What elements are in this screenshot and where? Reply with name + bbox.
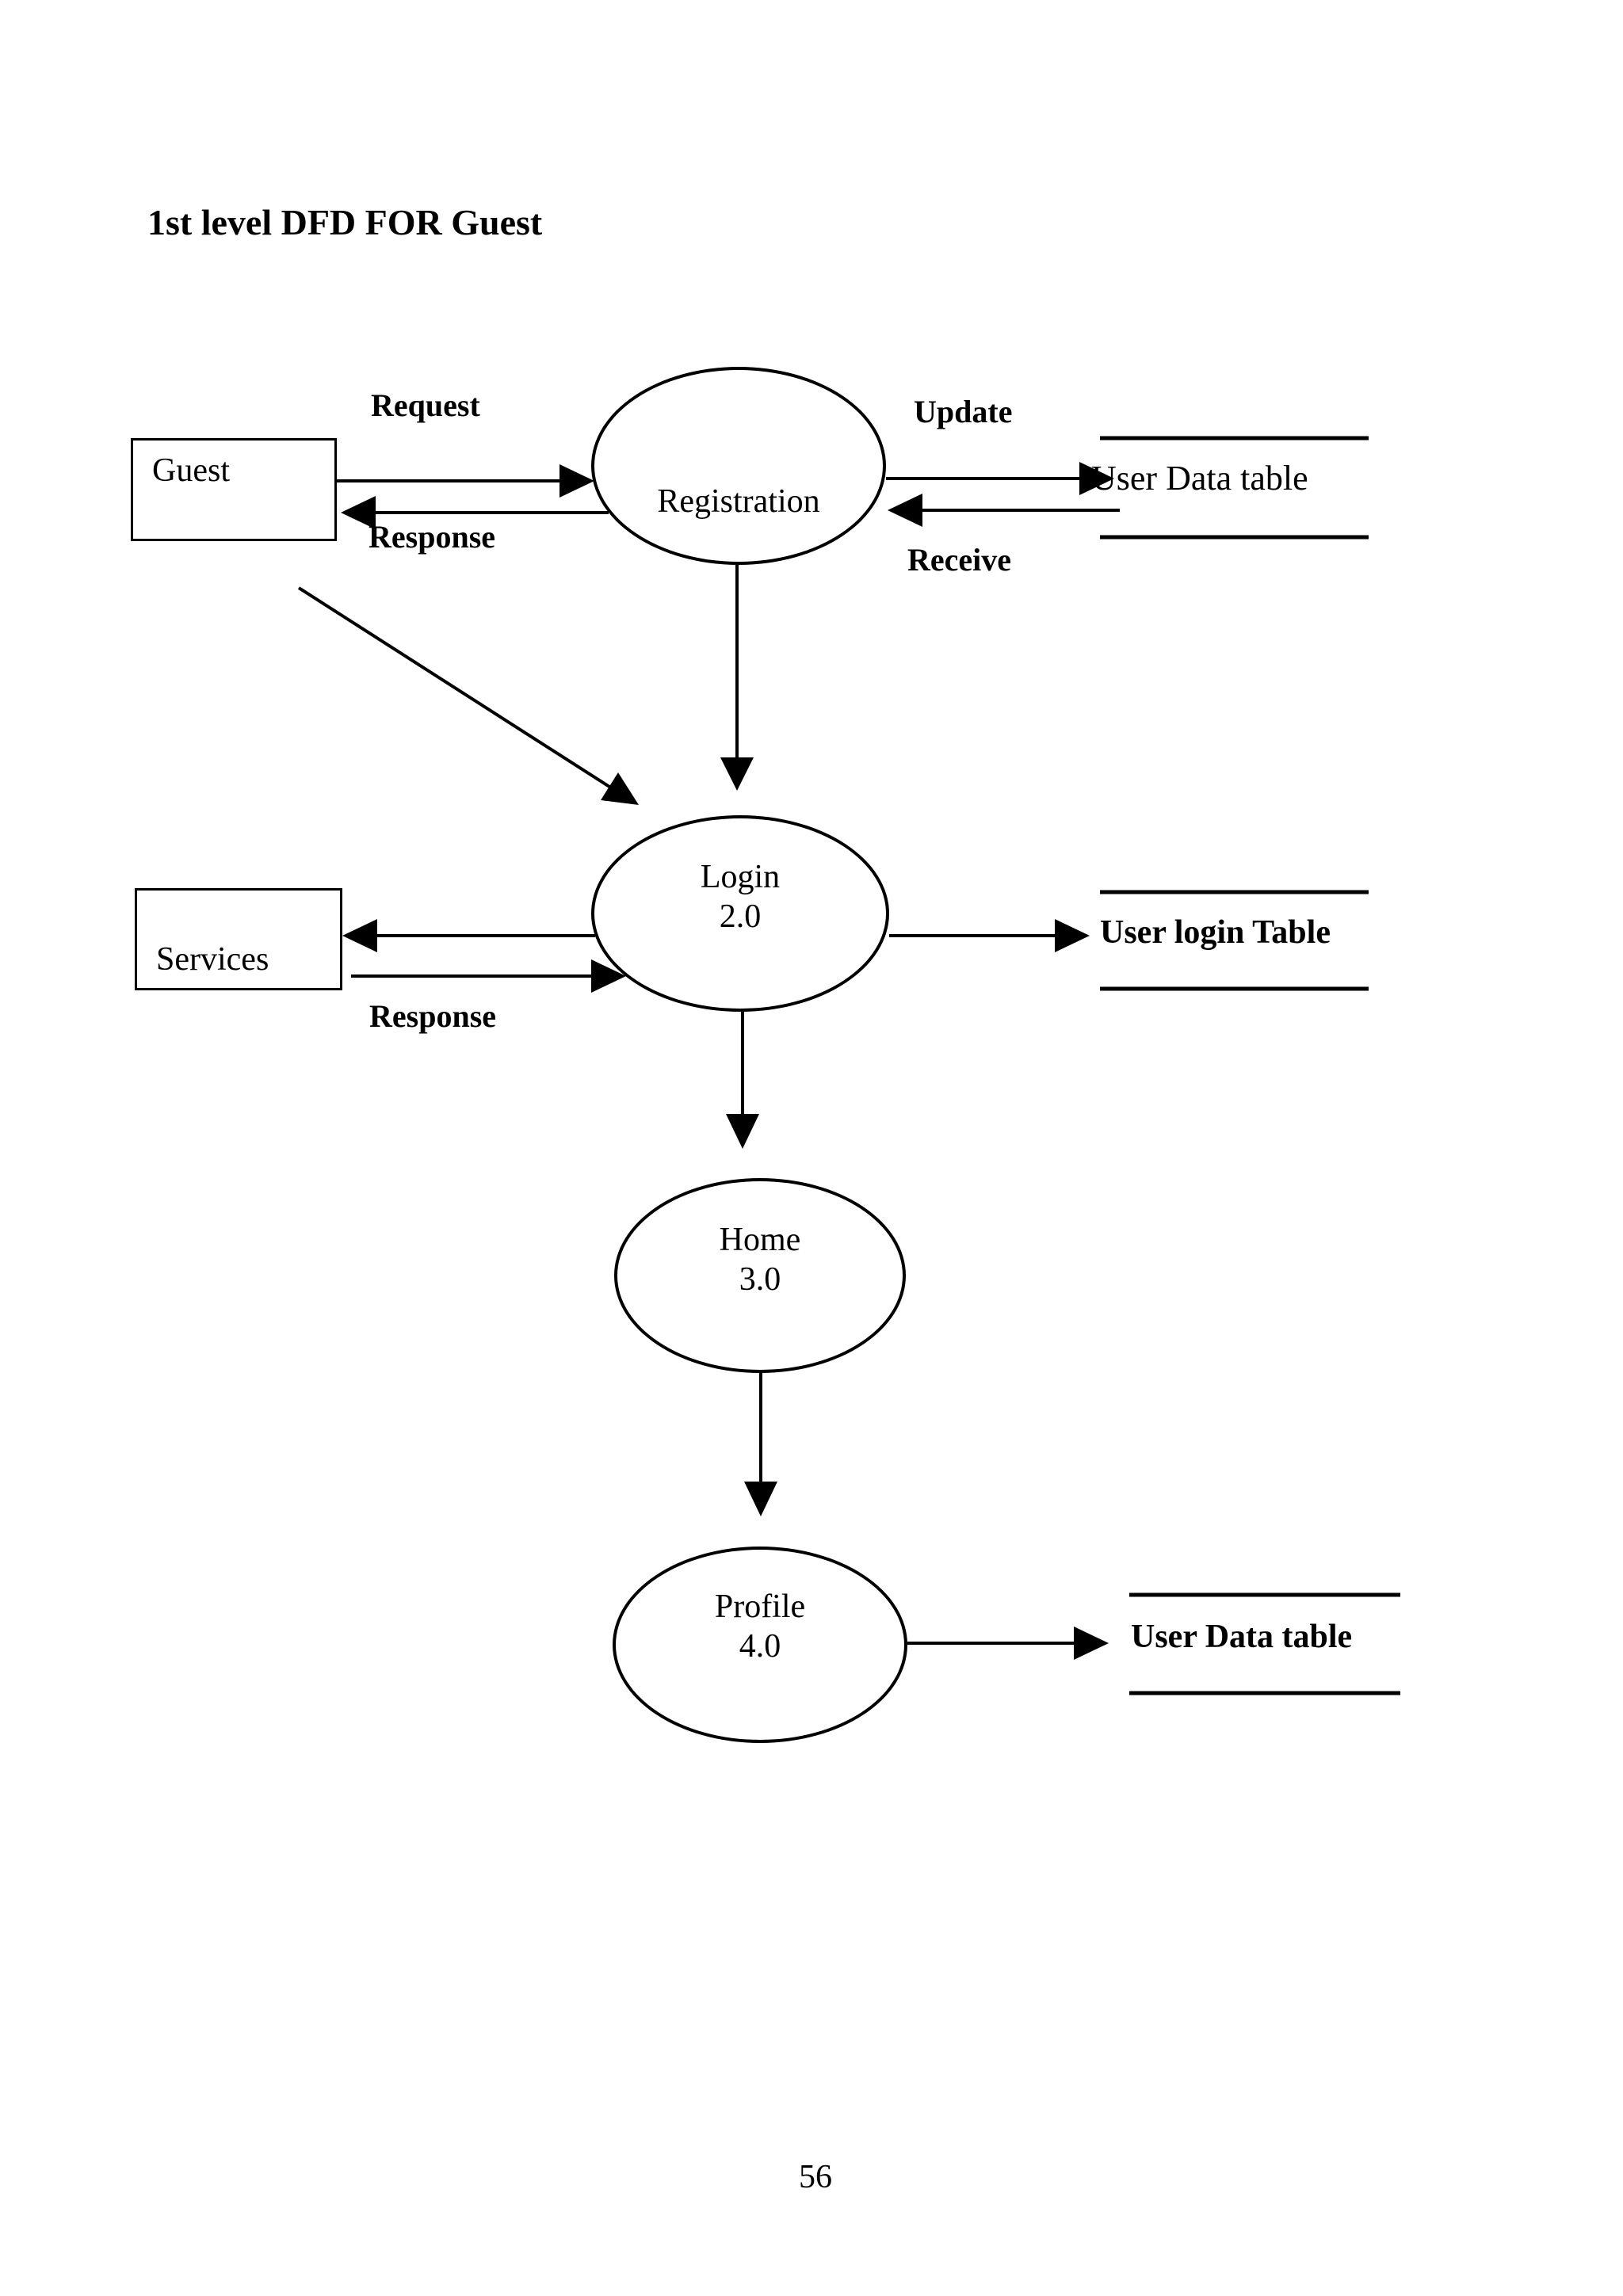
home-process-label: Home xyxy=(719,1222,801,1258)
services-entity-box xyxy=(135,888,342,990)
login-process-ellipse xyxy=(591,815,889,1012)
login-store-arrowhead xyxy=(1055,919,1090,952)
login-process-text: Login 2.0 xyxy=(591,857,889,937)
store-user-data-top-label: User Data table xyxy=(1091,459,1308,498)
profile-process-label: Profile xyxy=(714,1589,806,1625)
login-services-arrowhead xyxy=(342,919,377,952)
home-process-ellipse xyxy=(614,1178,906,1373)
guest-login-flow-line xyxy=(297,586,611,788)
profile-process-ellipse xyxy=(613,1547,907,1743)
home-profile-arrowhead xyxy=(744,1482,777,1516)
login-process-number: 2.0 xyxy=(719,898,762,936)
response-guest-flow-label: Response xyxy=(369,519,496,555)
page-number: 56 xyxy=(799,2159,832,2195)
request-flow-label: Request xyxy=(371,387,480,423)
receive-arrowhead xyxy=(888,494,922,527)
registration-process-label: Registration xyxy=(657,483,820,520)
diagram-title: 1st level DFD FOR Guest xyxy=(147,202,543,242)
response-services-flow-label: Response xyxy=(369,998,497,1034)
guest-login-arrowhead xyxy=(601,772,639,805)
profile-store-arrowhead xyxy=(1074,1627,1109,1660)
registration-login-arrowhead xyxy=(720,757,754,791)
receive-flow-label: Receive xyxy=(907,542,1012,578)
home-process-number: 3.0 xyxy=(739,1261,781,1299)
store-user-data-bottom-label: User Data table xyxy=(1131,1619,1353,1655)
request-arrowhead xyxy=(559,464,594,498)
services-entity-label: Services xyxy=(156,941,269,978)
update-flow-label: Update xyxy=(914,394,1013,429)
home-process-text: Home 3.0 xyxy=(614,1220,906,1300)
guest-entity-label: Guest xyxy=(152,452,230,489)
registration-process-ellipse xyxy=(591,367,886,565)
profile-process-number: 4.0 xyxy=(739,1628,781,1665)
login-home-arrowhead xyxy=(726,1114,759,1149)
profile-process-text: Profile 4.0 xyxy=(613,1587,907,1667)
login-process-label: Login xyxy=(700,859,781,895)
store-user-login-label: User login Table xyxy=(1100,914,1331,951)
guest-entity-box xyxy=(131,438,337,541)
